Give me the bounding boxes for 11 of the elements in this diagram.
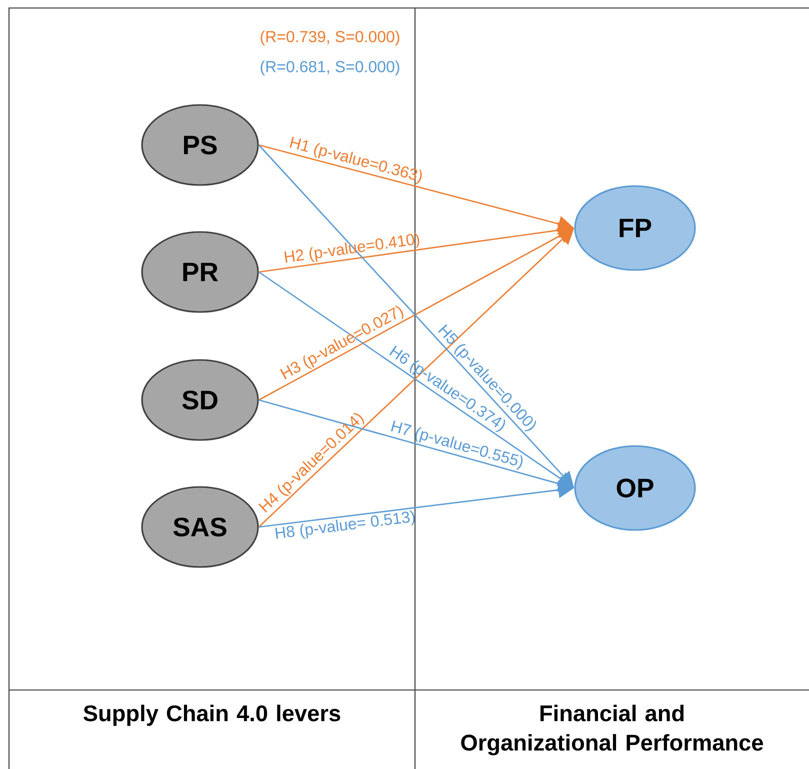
edge-label: H8 (p-value= 0.513) — [275, 510, 415, 539]
ellipse-node: PS — [141, 104, 259, 186]
fit-statistic: (R=0.739, S=0.000) — [260, 30, 400, 46]
ellipse-node: OP — [574, 445, 696, 531]
ellipse-node: SAS — [141, 486, 259, 568]
ellipse-node: FP — [574, 185, 696, 271]
column-heading: Supply Chain 4.0 levers — [84, 704, 340, 726]
ellipse-node: SD — [141, 359, 259, 441]
fit-statistic: (R=0.681, S=0.000) — [260, 60, 400, 76]
column-heading: Financial and Organizational Performance — [461, 704, 763, 756]
ellipse-node: PR — [141, 231, 259, 313]
